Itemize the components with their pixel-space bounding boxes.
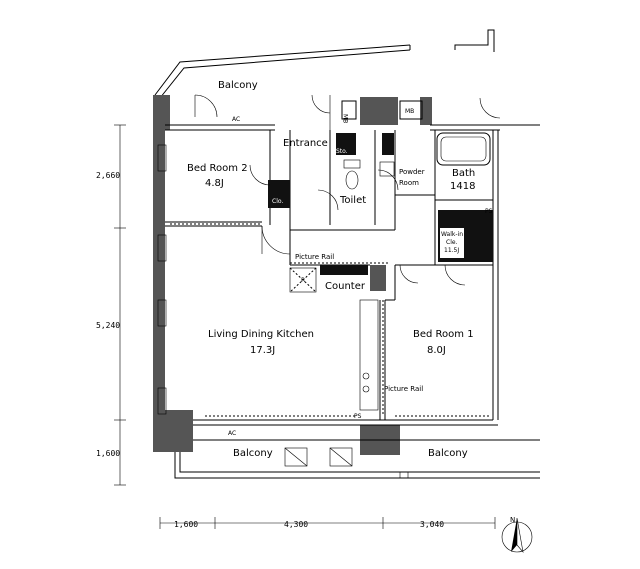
top-balcony-railing [154, 29, 495, 99]
bath-label: Bath [452, 168, 475, 179]
bath-size: 1418 [450, 181, 475, 192]
dim-bottom-1: 1,600 [174, 520, 198, 529]
dim-left-2: 5,240 [96, 321, 120, 330]
counter-label: Counter [325, 281, 366, 292]
doors [194, 94, 501, 286]
bed-room-2-label: Bed Room 2 [187, 163, 248, 174]
sto-label: Sto. [336, 148, 348, 155]
mb-left-label: MB [342, 114, 349, 123]
clo-label: Clo. [272, 198, 283, 205]
ac-label-top: AC [232, 116, 240, 123]
fixtures [284, 100, 491, 467]
bed-room-1-label: Bed Room 1 [413, 329, 474, 340]
ldk-size: 17.3J [250, 345, 275, 356]
ac-label-bottom: AC [228, 430, 236, 437]
mb-right-label: MB [405, 108, 414, 115]
picture-rail-right-label: Picture Rail [384, 385, 423, 393]
dim-left-3: 1,600 [96, 449, 120, 458]
picture-rails [170, 223, 490, 417]
storage-blocks [320, 133, 493, 275]
balcony-bottom-left-label: Balcony [233, 448, 273, 459]
picture-rail-top-label: Picture Rail [295, 253, 334, 261]
dim-left-1: 2,660 [96, 171, 120, 180]
entrance-label: Entrance [283, 138, 328, 149]
compass [501, 517, 533, 554]
dim-bottom-3: 3,040 [420, 520, 444, 529]
balcony-bottom-right-label: Balcony [428, 448, 468, 459]
bed-room-2-size: 4.8J [205, 178, 224, 189]
bottom-balcony [174, 439, 540, 479]
left-windows [157, 144, 167, 415]
dim-bottom-2: 4,300 [284, 520, 308, 529]
ldk-label: Living Dining Kitchen [208, 329, 314, 340]
balcony-top-label: Balcony [218, 80, 258, 91]
compass-label: N [510, 516, 515, 524]
r-label: R [301, 277, 305, 284]
toilet-label: Toilet [339, 195, 366, 206]
dimension-lines [114, 124, 496, 529]
bed-room-1-size: 8.0J [427, 345, 446, 356]
ps-label-bottom: PS [354, 413, 362, 420]
ps-label: PS [485, 208, 493, 215]
